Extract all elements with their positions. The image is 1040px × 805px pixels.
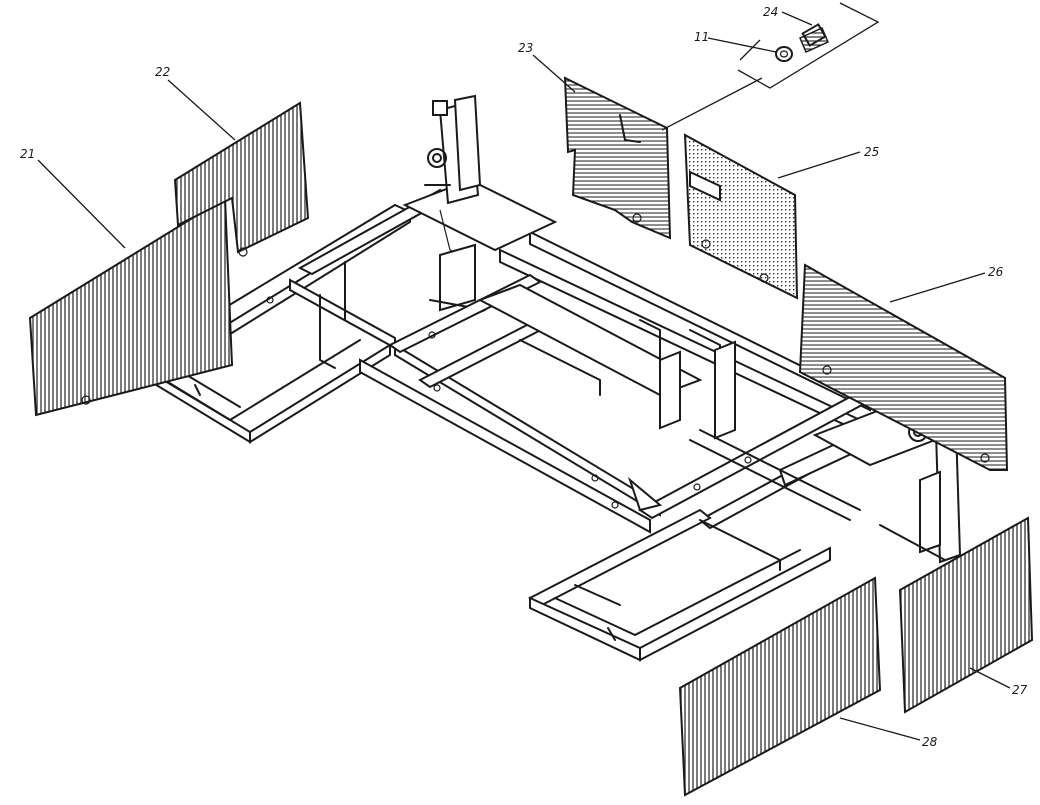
panel-28	[678, 576, 882, 797]
nut-11	[775, 46, 793, 62]
fastener-link-bracket	[737, 2, 880, 89]
callout-28: 28	[922, 735, 938, 749]
panel-27	[898, 516, 1034, 714]
callout-22: 22	[155, 65, 170, 79]
panel-23	[563, 76, 672, 240]
callout-11: 11	[694, 30, 709, 44]
callout-26: 26	[988, 265, 1004, 279]
callout-25: 25	[864, 145, 879, 159]
callout-24: 24	[763, 5, 778, 19]
callout-labels: 21 22 23 24 11 25 26 27 28	[20, 5, 1028, 749]
callout-23: 23	[518, 41, 533, 55]
panel-22	[173, 101, 310, 257]
callout-21: 21	[20, 147, 35, 161]
panel-21	[28, 196, 234, 417]
screw-24	[799, 23, 829, 53]
callout-27: 27	[1012, 683, 1028, 697]
panel-25	[683, 133, 799, 300]
leader-lines	[37, 11, 1011, 741]
panel-26	[798, 263, 1009, 471]
